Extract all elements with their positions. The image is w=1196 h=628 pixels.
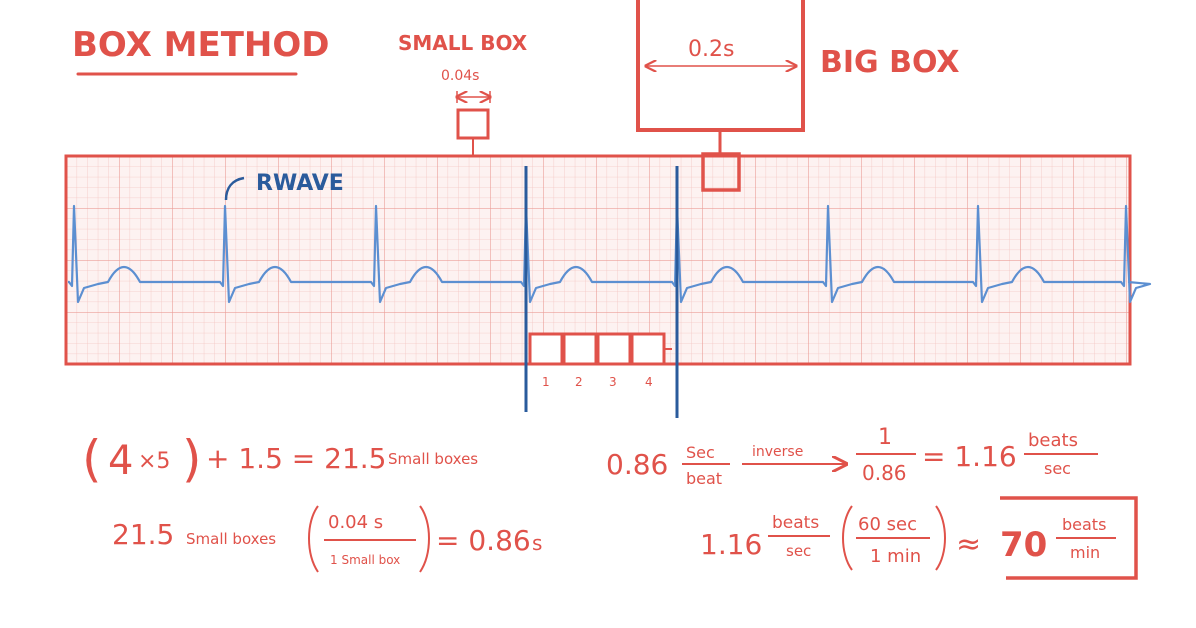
equation-interval: 21.5 Small boxes 0.04 s 1 Small box = 0.… [112,505,542,573]
eq1-big-boxes: 4 [108,438,133,484]
small-box-label: SMALL BOX [398,31,528,55]
eq4-ans-den: min [1070,543,1100,562]
equation-inverse: 0.86 Sec beat inverse 1 0.86 = 1.16 beat… [606,425,1098,488]
eq1-multiplier: ×5 [138,449,170,474]
box-number-1: 1 [542,375,550,389]
box-number-2: 2 [575,375,583,389]
eq3-res-den: sec [1044,459,1071,478]
eq3-result: = 1.16 [922,440,1017,473]
big-box-duration: 0.2s [688,37,734,62]
box-number-3: 3 [609,375,617,389]
eq1-units: Small boxes [388,450,478,468]
equation-heart-rate: 1.16 beats sec 60 sec 1 min ≈ 70 beats m… [700,496,1138,580]
eq2-lhs-units: Small boxes [186,530,276,548]
eq4-value: 1.16 [700,528,762,561]
eq1-close-paren: ) [182,430,202,488]
eq2-denominator: 1 Small box [330,553,400,567]
r-wave-label: RWAVE [256,171,344,196]
ecg-trace [67,204,1152,304]
eq4-approx: ≈ [956,527,981,562]
eq2-close-paren [419,505,430,573]
answer-highlight-box [1000,496,1138,580]
ecg-strip [64,154,1152,366]
eq3-value: 0.86 [606,448,668,481]
r-wave-pointer [224,176,245,201]
eq2-open-paren [308,505,319,573]
counted-box-4 [630,332,666,366]
counted-box-1 [528,332,564,366]
eq4-ans-num: beats [1062,515,1106,534]
eq4-close-paren [935,505,946,571]
eq2-result: = 0.86 [436,524,531,557]
eq3-den: beat [686,469,722,488]
eq2-lhs: 21.5 [112,518,174,551]
eq2-numerator: 0.04 s [328,512,383,533]
eq3-res-num: beats [1028,430,1078,451]
box-number-4: 4 [645,375,653,389]
eq4-answer: 70 [1000,525,1047,565]
ecg-major-grid [66,156,1130,364]
eq3-arrow-label: inverse [752,444,803,460]
big-box-on-strip [701,152,741,192]
counted-boxes: 1 2 3 4 [528,332,672,389]
eq4-f1-den: sec [786,542,811,560]
eq4-open-paren [842,505,853,571]
counted-box-2 [562,332,598,366]
small-box-duration: 0.04s [441,68,479,84]
equation-box-count: ( 4 ×5 ) + 1.5 = 21.5 Small boxes [82,430,478,488]
eq3-num: Sec [686,443,715,462]
counted-box-3 [596,332,632,366]
eq1-open-paren: ( [82,430,102,488]
eq2-result-unit: s [532,531,542,555]
small-box-magnified [456,108,490,140]
eq4-f2-den: 1 min [870,546,921,567]
eq1-sum: + 1.5 = 21.5 [206,442,387,475]
eq4-f2-num: 60 sec [858,514,917,535]
title: BOX METHOD [72,25,330,65]
big-box-magnified [636,0,805,132]
big-box-label: BIG BOX [820,45,960,80]
eq3-one: 1 [878,425,892,450]
eq3-inverse-den: 0.86 [862,461,907,485]
eq4-f1-num: beats [772,513,819,533]
